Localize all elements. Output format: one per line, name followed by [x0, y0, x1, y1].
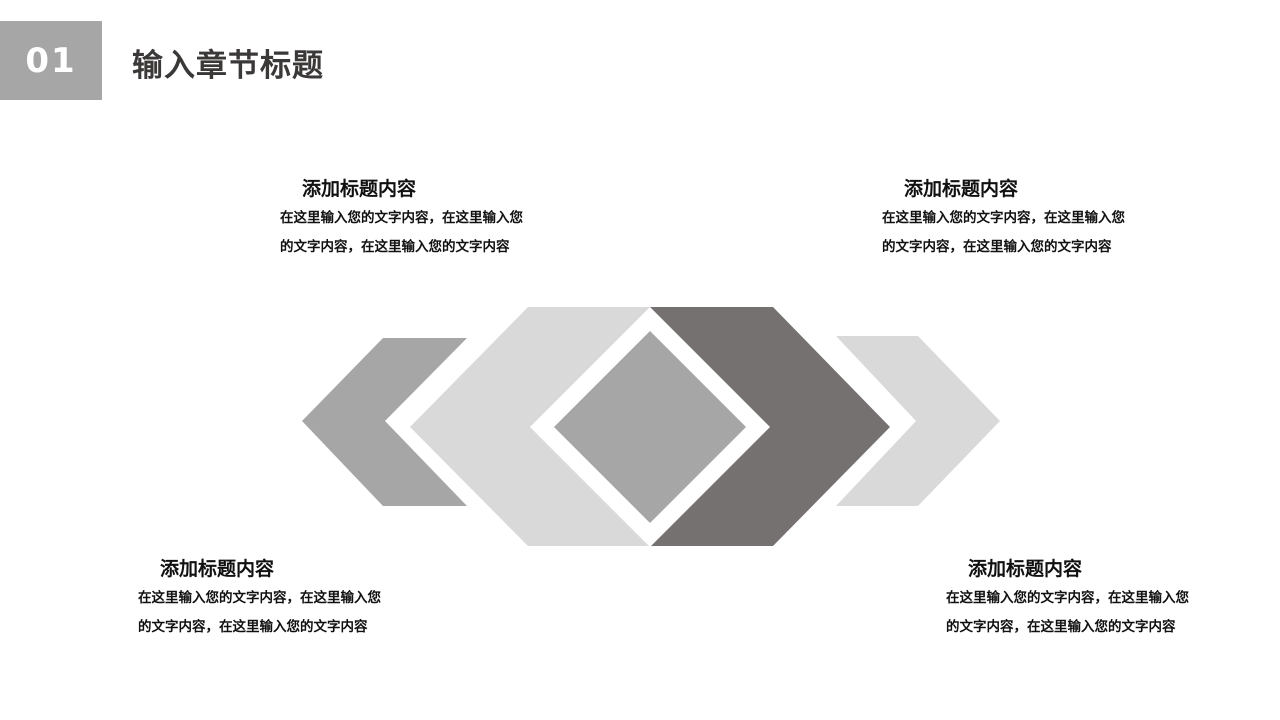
block-title: 添加标题内容	[160, 558, 275, 580]
block-body: 在这里输入您的文字内容，在这里输入您的文字内容，在这里输入您的文字内容	[946, 590, 1189, 635]
block-title: 添加标题内容	[904, 178, 1019, 200]
right-small-chevron	[836, 336, 1000, 506]
block-title: 添加标题内容	[302, 178, 417, 200]
block-body: 在这里输入您的文字内容，在这里输入您的文字内容，在这里输入您的文字内容	[882, 210, 1125, 255]
text-block-bottom-left: 添加标题内容 在这里输入您的文字内容，在这里输入您的文字内容，在这里输入您的文字…	[138, 554, 388, 641]
text-block-bottom-right: 添加标题内容 在这里输入您的文字内容，在这里输入您的文字内容，在这里输入您的文字…	[946, 554, 1196, 641]
block-title: 添加标题内容	[968, 558, 1083, 580]
block-body: 在这里输入您的文字内容，在这里输入您的文字内容，在这里输入您的文字内容	[138, 590, 381, 635]
center-diamond	[554, 331, 746, 523]
block-body: 在这里输入您的文字内容，在这里输入您的文字内容，在这里输入您的文字内容	[280, 210, 523, 255]
text-block-top-left: 添加标题内容 在这里输入您的文字内容，在这里输入您的文字内容，在这里输入您的文字…	[280, 174, 530, 261]
text-block-top-right: 添加标题内容 在这里输入您的文字内容，在这里输入您的文字内容，在这里输入您的文字…	[882, 174, 1132, 261]
left-small-chevron	[302, 338, 467, 506]
page-title: 输入章节标题	[132, 48, 324, 84]
section-number-badge: 01	[0, 21, 102, 100]
